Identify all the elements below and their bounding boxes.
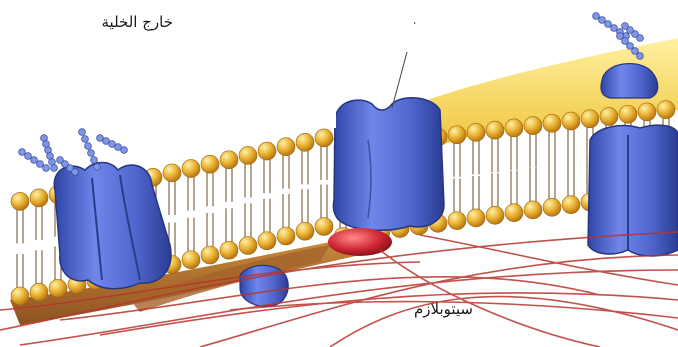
receptor-protein-icon [601,64,658,98]
transport-protein-middle [333,98,444,231]
cytoplasm-label: سيتوبلازم [414,300,473,318]
blank-label-box [110,72,336,128]
blank-label-box [357,24,457,52]
outside-cell-label: خارج الخلية [102,13,174,31]
